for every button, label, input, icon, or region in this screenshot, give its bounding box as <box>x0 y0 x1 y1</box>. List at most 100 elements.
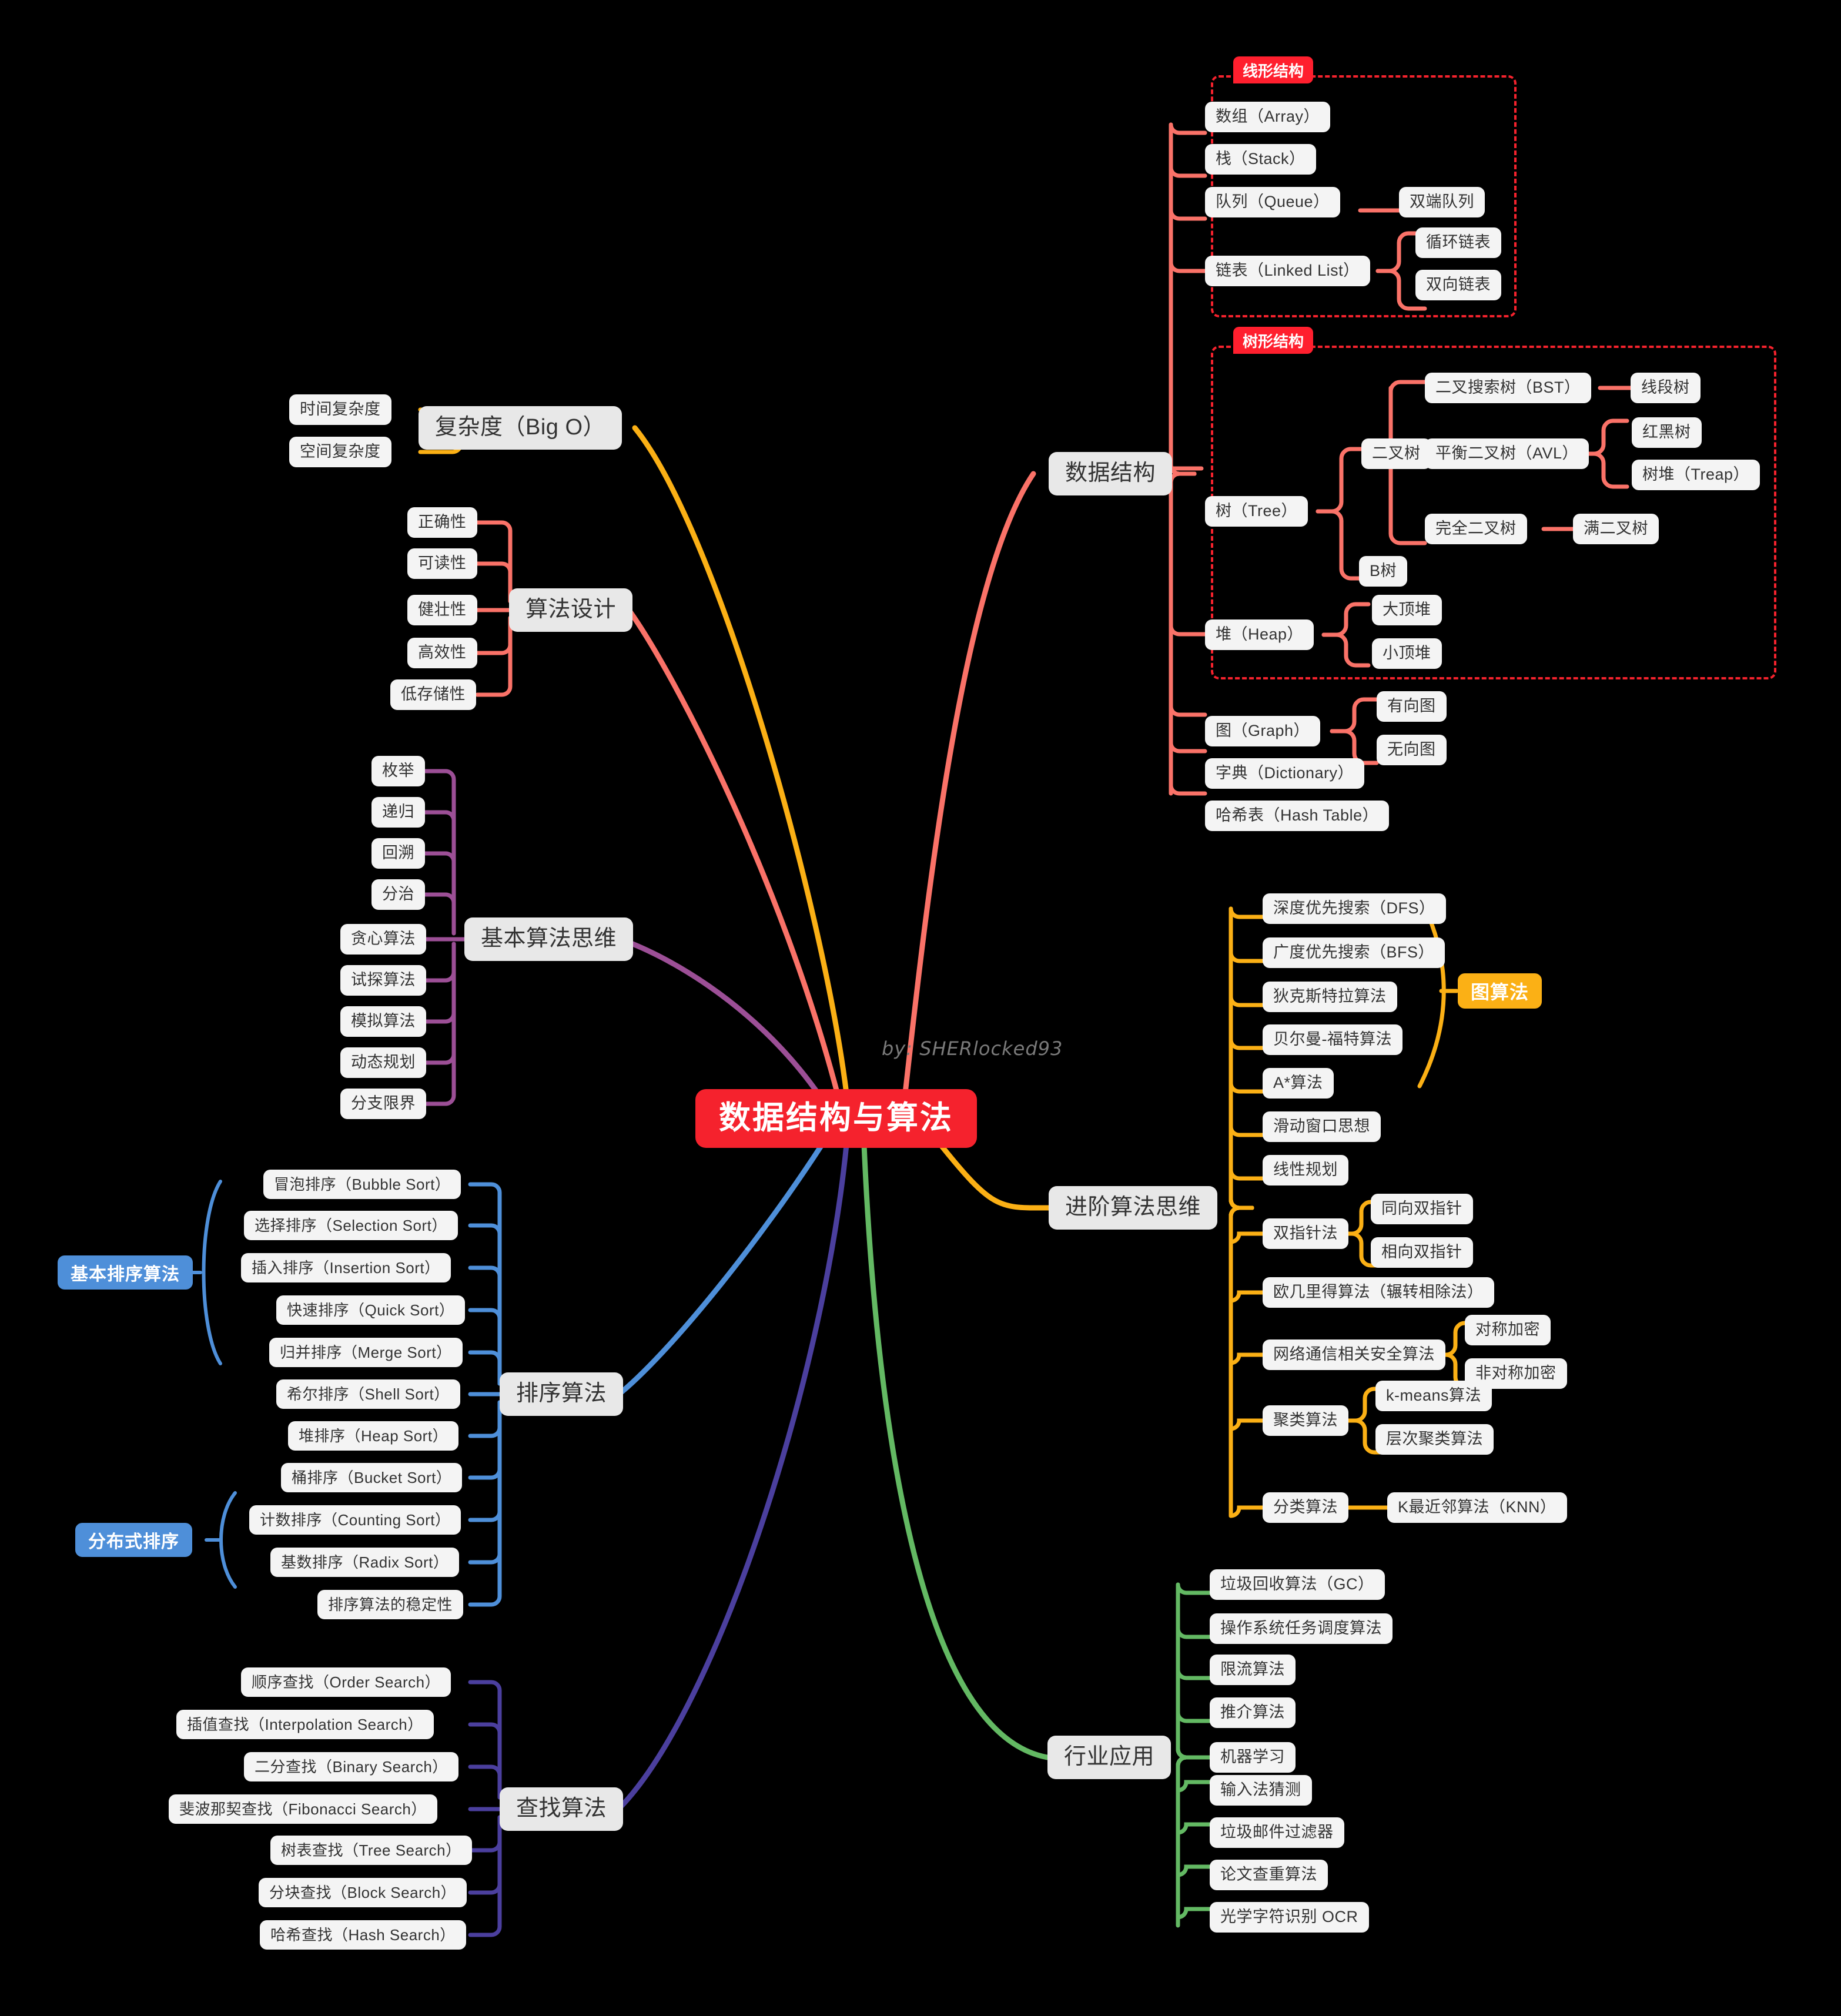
group-label-graph-algorithms: 图算法 <box>1458 973 1542 1009</box>
leaf-sorting-stability[interactable]: 排序算法的稳定性 <box>317 1590 464 1619</box>
leaf-binary-tree[interactable]: 二叉树 <box>1361 438 1431 469</box>
leaf-undirected-graph[interactable]: 无向图 <box>1377 735 1447 765</box>
branch-industry-application[interactable]: 行业应用 <box>1047 1736 1171 1779</box>
leaf-interpolation-search[interactable]: 插值查找（Interpolation Search） <box>176 1710 434 1739</box>
leaf-red-black-tree[interactable]: 红黑树 <box>1632 417 1702 448</box>
leaf-selection-sort[interactable]: 选择排序（Selection Sort） <box>244 1211 458 1240</box>
branch-basic-algorithm-thinking[interactable]: 基本算法思维 <box>464 917 634 961</box>
leaf-rate-limiting[interactable]: 限流算法 <box>1210 1655 1296 1685</box>
branch-searching[interactable]: 查找算法 <box>500 1787 624 1831</box>
leaf-knn[interactable]: K最近邻算法（KNN） <box>1387 1492 1567 1523</box>
leaf-space-complexity[interactable]: 空间复杂度 <box>289 437 391 467</box>
leaf-bfs[interactable]: 广度优先搜索（BFS） <box>1263 937 1445 968</box>
group-label-linear-structure: 线形结构 <box>1233 56 1314 83</box>
leaf-radix-sort[interactable]: 基数排序（Radix Sort） <box>270 1548 460 1577</box>
branch-data-structure[interactable]: 数据结构 <box>1049 452 1173 495</box>
leaf-full-binary-tree[interactable]: 满二叉树 <box>1573 514 1659 544</box>
leaf-tree-search[interactable]: 树表查找（Tree Search） <box>270 1836 472 1865</box>
branch-sorting[interactable]: 排序算法 <box>500 1372 624 1416</box>
leaf-array[interactable]: 数组（Array） <box>1205 102 1331 132</box>
leaf-bubble-sort[interactable]: 冒泡排序（Bubble Sort） <box>263 1170 461 1199</box>
leaf-greedy[interactable]: 贪心算法 <box>340 924 426 955</box>
branch-advanced-algorithm-thinking[interactable]: 进阶算法思维 <box>1049 1186 1218 1230</box>
leaf-clustering[interactable]: 聚类算法 <box>1263 1405 1348 1436</box>
leaf-efficiency[interactable]: 高效性 <box>407 638 477 668</box>
leaf-bst[interactable]: 二叉搜索树（BST） <box>1425 373 1591 403</box>
leaf-dictionary[interactable]: 字典（Dictionary） <box>1205 758 1365 789</box>
leaf-dfs[interactable]: 深度优先搜索（DFS） <box>1263 893 1446 924</box>
leaf-simulation[interactable]: 模拟算法 <box>340 1006 426 1037</box>
leaf-avl[interactable]: 平衡二叉树（AVL） <box>1425 438 1589 469</box>
leaf-correctness[interactable]: 正确性 <box>407 507 477 538</box>
leaf-a-star[interactable]: A*算法 <box>1263 1068 1334 1099</box>
leaf-bellman-ford[interactable]: 贝尔曼-福特算法 <box>1263 1024 1402 1055</box>
leaf-two-pointers[interactable]: 双指针法 <box>1263 1218 1348 1249</box>
leaf-b-tree[interactable]: B树 <box>1359 556 1408 587</box>
leaf-linked-list[interactable]: 链表（Linked List） <box>1205 256 1370 286</box>
leaf-network-security[interactable]: 网络通信相关安全算法 <box>1263 1339 1445 1370</box>
leaf-robustness[interactable]: 健壮性 <box>407 595 477 625</box>
leaf-block-search[interactable]: 分块查找（Block Search） <box>259 1878 467 1907</box>
leaf-merge-sort[interactable]: 归并排序（Merge Sort） <box>269 1338 463 1367</box>
leaf-classification[interactable]: 分类算法 <box>1263 1492 1348 1523</box>
leaf-asymmetric-encryption[interactable]: 非对称加密 <box>1465 1358 1567 1389</box>
leaf-binary-search[interactable]: 二分查找（Binary Search） <box>244 1752 458 1781</box>
leaf-low-storage[interactable]: 低存储性 <box>390 679 476 710</box>
leaf-linear-programming[interactable]: 线性规划 <box>1263 1155 1348 1186</box>
leaf-doubly-linked-list[interactable]: 双向链表 <box>1415 270 1501 300</box>
leaf-hash-search[interactable]: 哈希查找（Hash Search） <box>260 1920 466 1950</box>
leaf-ocr[interactable]: 光学字符识别 OCR <box>1210 1902 1369 1933</box>
leaf-tree[interactable]: 树（Tree） <box>1205 496 1308 527</box>
leaf-heap[interactable]: 堆（Heap） <box>1205 619 1314 650</box>
leaf-branch-and-bound[interactable]: 分支限界 <box>340 1089 426 1119</box>
leaf-hierarchical-clustering[interactable]: 层次聚类算法 <box>1375 1424 1494 1455</box>
leaf-min-heap[interactable]: 小顶堆 <box>1372 638 1442 669</box>
leaf-circular-linked-list[interactable]: 循环链表 <box>1415 227 1501 258</box>
group-label-basic-sorting: 基本排序算法 <box>58 1255 193 1290</box>
leaf-symmetric-encryption[interactable]: 对称加密 <box>1465 1315 1551 1345</box>
leaf-opposite-direction-pointers[interactable]: 相向双指针 <box>1371 1237 1473 1268</box>
leaf-recursion[interactable]: 递归 <box>371 797 425 828</box>
leaf-segment-tree[interactable]: 线段树 <box>1631 373 1701 403</box>
leaf-sliding-window[interactable]: 滑动窗口思想 <box>1263 1111 1381 1142</box>
leaf-dijkstra[interactable]: 狄克斯特拉算法 <box>1263 982 1397 1012</box>
leaf-deque[interactable]: 双端队列 <box>1399 187 1485 217</box>
leaf-enumeration[interactable]: 枚举 <box>371 756 425 786</box>
leaf-max-heap[interactable]: 大顶堆 <box>1372 595 1442 625</box>
root-node[interactable]: 数据结构与算法 <box>695 1089 977 1148</box>
branch-algorithm-design[interactable]: 算法设计 <box>509 588 633 632</box>
leaf-euclidean[interactable]: 欧几里得算法（辗转相除法） <box>1263 1277 1494 1308</box>
group-label-tree-structure: 树形结构 <box>1233 327 1314 354</box>
leaf-spam-filter[interactable]: 垃圾邮件过滤器 <box>1210 1817 1344 1848</box>
branch-complexity[interactable]: 复杂度（Big O） <box>419 406 622 450</box>
leaf-directed-graph[interactable]: 有向图 <box>1377 691 1447 722</box>
leaf-stack[interactable]: 栈（Stack） <box>1205 144 1316 175</box>
leaf-queue[interactable]: 队列（Queue） <box>1205 187 1340 217</box>
leaf-hash-table[interactable]: 哈希表（Hash Table） <box>1205 801 1390 831</box>
leaf-graph[interactable]: 图（Graph） <box>1205 716 1321 746</box>
leaf-recommendation[interactable]: 推介算法 <box>1210 1697 1296 1728</box>
leaf-quick-sort[interactable]: 快速排序（Quick Sort） <box>276 1295 466 1325</box>
leaf-time-complexity[interactable]: 时间复杂度 <box>289 394 391 425</box>
leaf-dynamic-programming[interactable]: 动态规划 <box>340 1047 426 1078</box>
leaf-backtracking[interactable]: 回溯 <box>371 838 425 869</box>
leaf-same-direction-pointers[interactable]: 同向双指针 <box>1371 1194 1473 1224</box>
leaf-order-search[interactable]: 顺序查找（Order Search） <box>241 1667 451 1697</box>
leaf-heap-sort[interactable]: 堆排序（Heap Sort） <box>288 1421 459 1451</box>
leaf-input-method-prediction[interactable]: 输入法猜测 <box>1210 1775 1312 1806</box>
leaf-insertion-sort[interactable]: 插入排序（Insertion Sort） <box>241 1253 451 1282</box>
leaf-machine-learning[interactable]: 机器学习 <box>1210 1742 1296 1773</box>
leaf-trial[interactable]: 试探算法 <box>340 965 426 996</box>
leaf-divide-and-conquer[interactable]: 分治 <box>371 879 425 910</box>
leaf-fibonacci-search[interactable]: 斐波那契查找（Fibonacci Search） <box>169 1794 437 1824</box>
leaf-gc[interactable]: 垃圾回收算法（GC） <box>1210 1569 1385 1600</box>
leaf-bucket-sort[interactable]: 桶排序（Bucket Sort） <box>281 1463 463 1492</box>
leaf-counting-sort[interactable]: 计数排序（Counting Sort） <box>249 1505 461 1535</box>
leaf-shell-sort[interactable]: 希尔排序（Shell Sort） <box>276 1379 460 1409</box>
leaf-complete-binary-tree[interactable]: 完全二叉树 <box>1425 514 1527 544</box>
leaf-plagiarism-check[interactable]: 论文查重算法 <box>1210 1860 1328 1890</box>
leaf-os-task-scheduling[interactable]: 操作系统任务调度算法 <box>1210 1613 1393 1644</box>
leaf-treap[interactable]: 树堆（Treap） <box>1632 460 1760 490</box>
leaf-readability[interactable]: 可读性 <box>407 548 477 579</box>
leaf-kmeans[interactable]: k-means算法 <box>1375 1381 1492 1411</box>
